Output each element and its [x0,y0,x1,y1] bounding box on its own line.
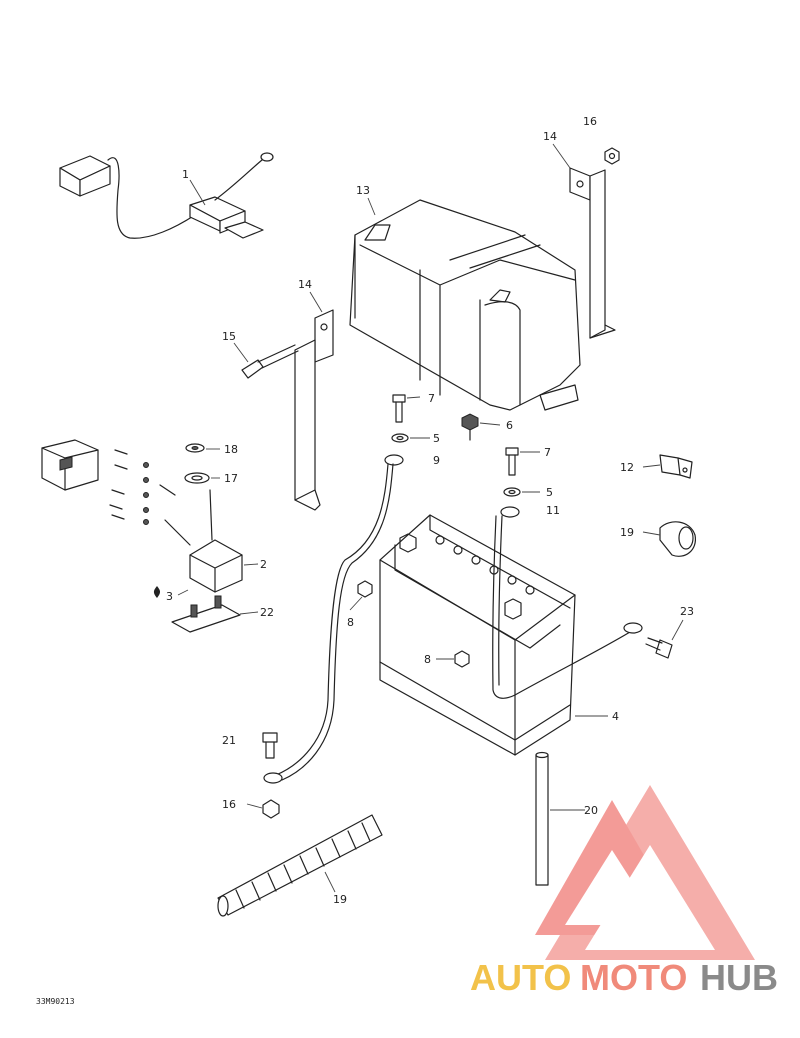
terminal-boot-part-19 [659,521,697,557]
callout-5-lower: 5 [546,486,553,499]
callout-4: 4 [612,710,619,723]
callout-7-lower: 7 [544,446,551,459]
battery-cover-part [349,199,581,411]
callout-14-right: 14 [543,130,557,143]
callout-23: 23 [680,605,694,618]
watermark-moto: MOTO [580,957,687,998]
callout-16-bottom: 16 [222,798,236,811]
battery-part [379,514,576,756]
drawing-code: 33M90213 [36,997,75,1006]
vent-tube-part-20 [535,751,549,886]
callout-3: 3 [166,590,173,603]
callout-6: 6 [506,419,513,432]
watermark-text: AUTO MOTO HUB [470,957,778,998]
bracket-left-part [294,309,334,511]
callout-9: 9 [433,454,440,467]
nut-top-part [604,147,620,165]
callout-18: 18 [224,443,238,456]
bolt-part-7-upper [392,394,406,423]
callout-7-upper: 7 [428,392,435,405]
nut-part-8-right [454,650,470,668]
callout-labels: 1 2 3 4 5 5 6 7 7 8 8 9 11 12 13 14 14 1… [166,115,694,906]
relay-part-2 [159,484,243,593]
callout-17: 17 [224,472,238,485]
callout-5-upper: 5 [433,432,440,445]
callout-1: 1 [182,168,189,181]
watermark-auto: AUTO [470,957,571,998]
washer-part-18 [185,443,205,453]
screw-part-15 [241,344,299,379]
terminal-screw-part-6 [461,413,479,441]
callout-22: 22 [260,606,274,619]
bolt-part-7-lower [505,447,519,476]
positive-cable-part-11 [492,506,643,699]
washer-part-17 [184,472,210,484]
nut-part-16-lower [262,799,280,819]
callout-13: 13 [356,184,370,197]
washer-part-5-upper [391,433,409,443]
bolt-part-21 [262,732,278,759]
clip-part-12 [659,454,693,479]
drop-icon [153,586,161,598]
washer-part-5-lower [503,487,521,497]
callout-19-wrap: 19 [333,893,347,906]
negative-cable-part-9 [263,454,404,784]
callout-16-top: 16 [583,115,597,128]
callout-12: 12 [620,461,634,474]
connector-block-part [41,439,99,491]
callout-15: 15 [222,330,236,343]
wiring-harness-part [59,152,274,239]
callout-11: 11 [546,504,560,517]
watermark-logo-icon [535,785,755,960]
mounting-plate-part-22 [171,595,241,633]
spiral-wrap-part-19 [217,814,383,917]
bolt-part-23 [645,637,673,659]
callout-21: 21 [222,734,236,747]
watermark-hub: HUB [700,957,778,998]
callout-8-left: 8 [347,616,354,629]
callout-20: 20 [584,804,598,817]
terminal-pins-part [109,449,149,525]
callout-14-left: 14 [298,278,312,291]
callout-8-right: 8 [424,653,431,666]
nut-part-8-left [357,580,373,598]
callout-2: 2 [260,558,267,571]
leader-lines [177,143,684,893]
callout-19-boot: 19 [620,526,634,539]
bracket-right-part [569,167,616,339]
